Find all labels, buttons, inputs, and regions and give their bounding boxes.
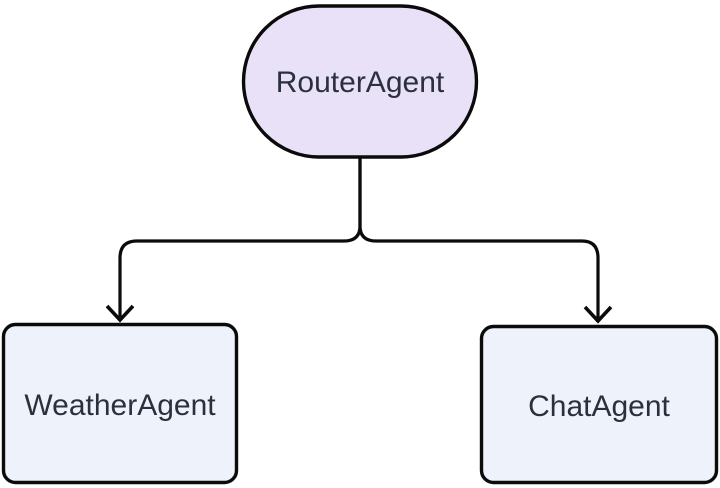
node-router-label: RouterAgent <box>276 66 445 99</box>
edge-router-to-weather <box>105 157 362 323</box>
arrowhead-down-icon <box>105 304 135 323</box>
edge-line-right <box>358 157 600 318</box>
node-chat-agent: ChatAgent <box>479 324 719 485</box>
node-chat-shape <box>479 324 719 485</box>
node-chat-label: ChatAgent <box>528 390 670 423</box>
arrowhead-down-icon <box>583 305 613 324</box>
node-router-agent: RouterAgent <box>241 4 479 159</box>
node-weather-agent: WeatherAgent <box>1 322 239 485</box>
edge-line-left <box>118 157 362 317</box>
node-weather-shape <box>1 322 239 485</box>
node-router-shape <box>241 4 479 159</box>
node-weather-label: WeatherAgent <box>24 389 216 422</box>
edge-router-to-chat <box>358 157 613 324</box>
